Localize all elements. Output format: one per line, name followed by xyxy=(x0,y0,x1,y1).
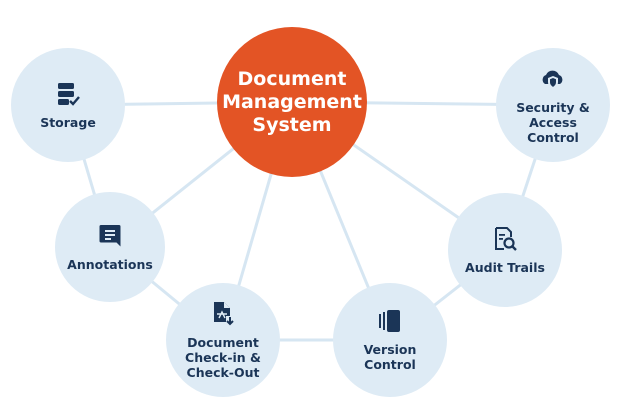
versions-icon xyxy=(377,308,403,334)
document-search-icon xyxy=(492,226,518,252)
database-check-icon xyxy=(55,81,81,107)
node-version-control[interactable]: Version Control xyxy=(333,283,447,397)
node-audit-trails[interactable]: Audit Trails xyxy=(448,193,562,307)
node-annotations[interactable]: Annotations xyxy=(55,192,165,302)
pdf-download-icon xyxy=(210,301,236,327)
center-title: Document Management System xyxy=(222,67,362,136)
node-label: Version Control xyxy=(363,342,417,372)
node-label: Audit Trails xyxy=(465,259,545,275)
comment-icon xyxy=(97,223,123,249)
center-node-document-management-system[interactable]: Document Management System xyxy=(217,27,367,177)
node-label: Storage xyxy=(40,114,96,130)
node-document-check-in-check-out[interactable]: Document Check-in & Check-Out xyxy=(166,283,280,397)
node-security-access-control[interactable]: Security & Access Control xyxy=(496,48,610,162)
cloud-shield-icon xyxy=(540,66,566,92)
node-label: Document Check-in & Check-Out xyxy=(185,334,261,380)
node-label: Security & Access Control xyxy=(516,99,590,145)
node-storage[interactable]: Storage xyxy=(11,48,125,162)
node-label: Annotations xyxy=(67,256,153,272)
